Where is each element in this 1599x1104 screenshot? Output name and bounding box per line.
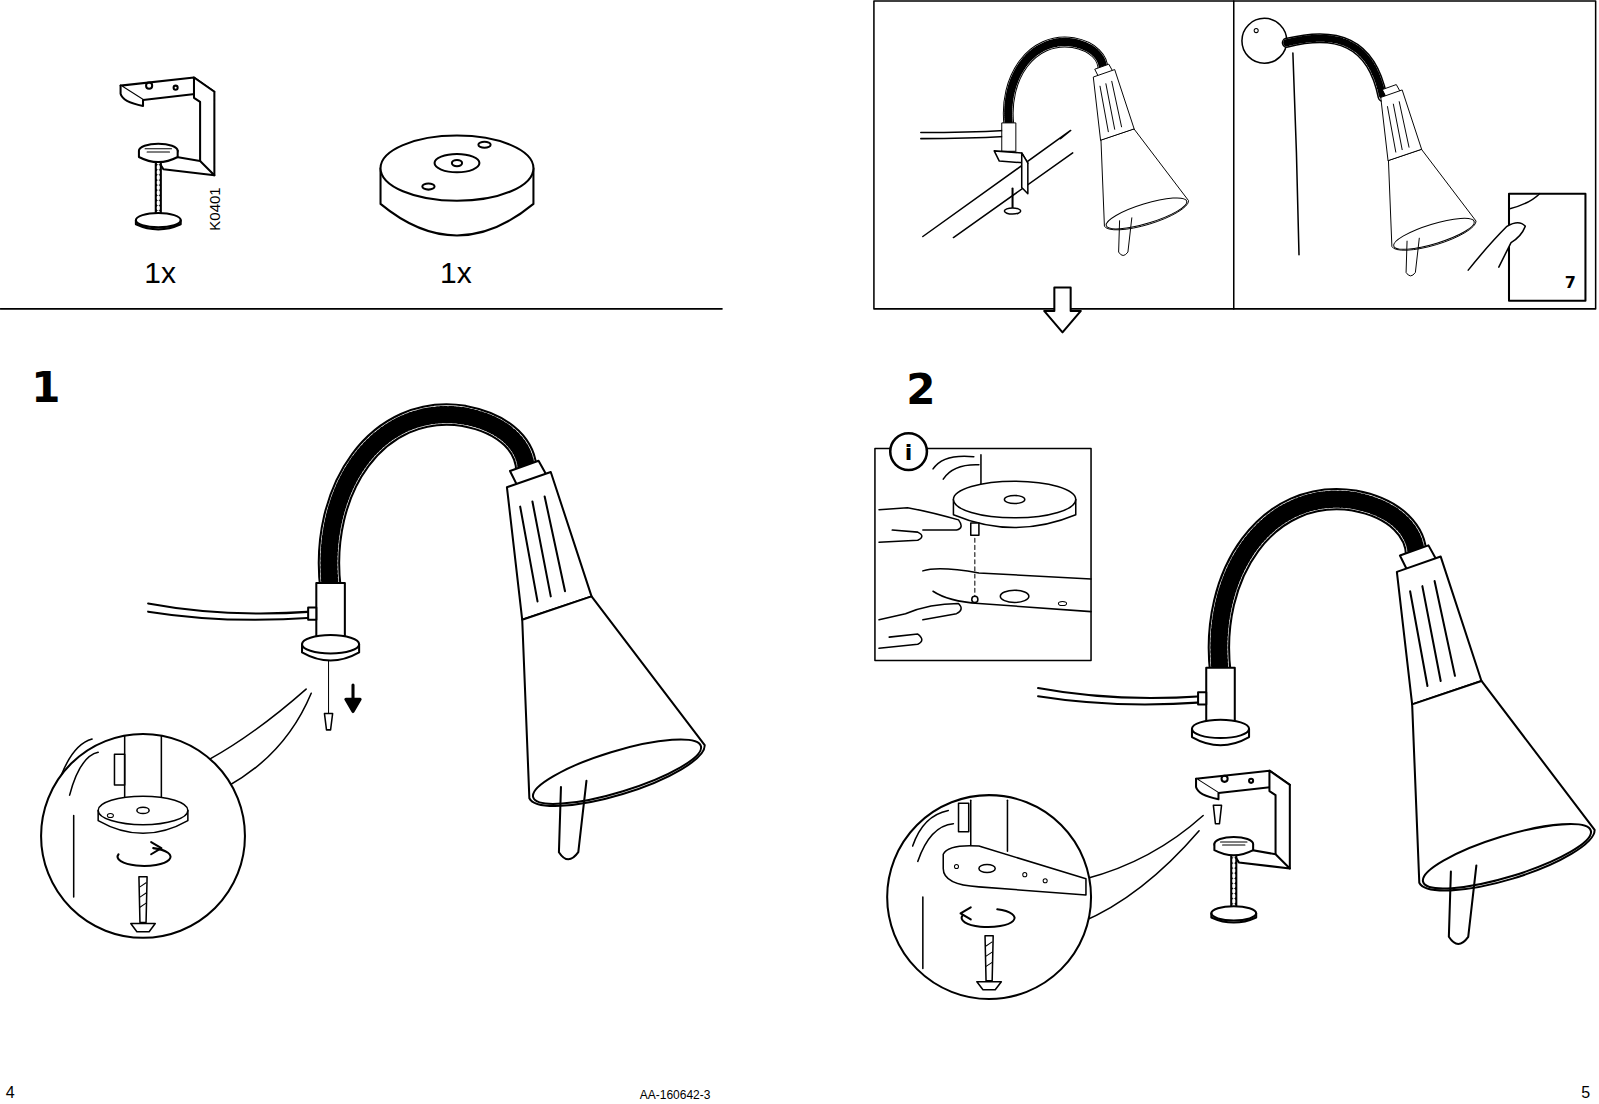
page-number: 4 [6, 1085, 15, 1101]
info-symbol: i [905, 442, 913, 464]
document-number: AA-160642-3 [640, 1089, 711, 1101]
quantity: 1x [144, 258, 176, 288]
page-number: 5 [1581, 1085, 1590, 1101]
step-number: 2 [906, 369, 935, 411]
part-number: K0401 [207, 187, 222, 230]
page-reference: 7 [1565, 275, 1576, 291]
quantity: 1x [440, 258, 472, 288]
step-number: 1 [31, 367, 60, 409]
